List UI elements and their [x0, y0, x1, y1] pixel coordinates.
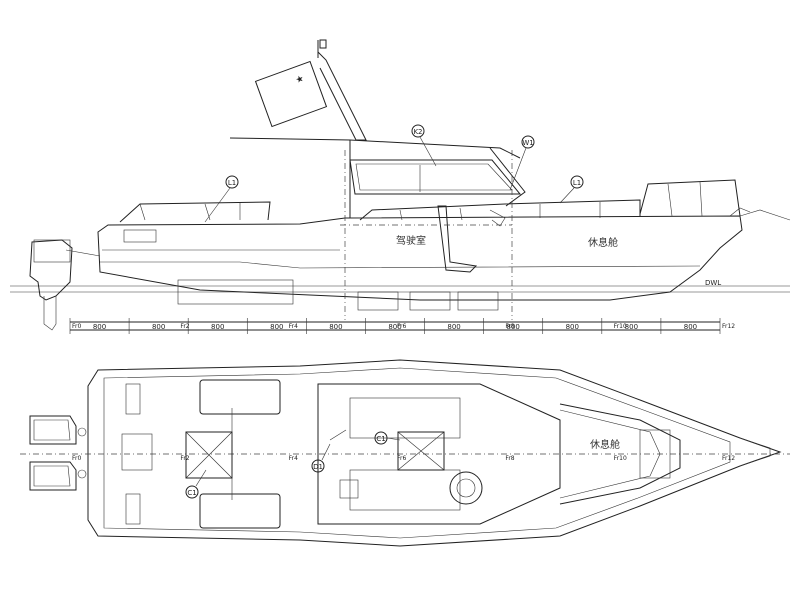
- callout-d1: D1: [311, 443, 331, 473]
- windshield: [489, 147, 526, 207]
- spacing-label: 800: [211, 323, 224, 331]
- plan-frame-label: Fr12: [722, 455, 735, 462]
- callout-k2: K2: [411, 124, 437, 167]
- aft-seat-stbd: [199, 493, 281, 529]
- plan-inner-outline: [103, 367, 731, 539]
- plan-aft-box: [121, 433, 153, 471]
- svg-text:★: ★: [295, 74, 306, 86]
- compartment-3: [457, 291, 499, 311]
- rest-cabin-label: 休息舱: [588, 236, 618, 249]
- frame-label: Fr0: [72, 323, 81, 330]
- svg-text:W1: W1: [522, 139, 533, 147]
- side-elevation: DWL ★: [10, 39, 791, 331]
- plan-frame-label: Fr4: [289, 455, 298, 462]
- spacing-label: 800: [270, 323, 283, 331]
- plan-frame-label: Fr8: [505, 455, 514, 462]
- callout-l1-right: L1: [559, 175, 584, 204]
- callout-l1-left: L1: [204, 175, 239, 223]
- side-rail: [359, 199, 641, 221]
- bow-rail: [639, 179, 741, 217]
- frame-label: Fr8: [505, 323, 514, 330]
- svg-text:L1: L1: [573, 179, 581, 187]
- rest-cabin-plan-label: 休息舱: [590, 438, 620, 451]
- svg-text:L1: L1: [228, 179, 236, 187]
- spacing-label: 800: [625, 323, 638, 331]
- compartment-1: [357, 291, 399, 311]
- bow-pulpit: [729, 207, 751, 217]
- aft-rail: [119, 201, 271, 223]
- chine-line: [100, 261, 701, 269]
- plan-view: 休息舱 C1 C1 D1: [20, 359, 790, 547]
- outboard-motor: [29, 239, 101, 331]
- frame-ruler: 800 800 800 800 800 800 800 800 800 800 800: [69, 318, 721, 334]
- callout-c1-wheelhouse: C1: [374, 431, 401, 445]
- plan-motor-1: [29, 415, 77, 445]
- mast-and-flag: ★: [254, 39, 367, 141]
- wheel: [489, 209, 506, 227]
- svg-text:D1: D1: [313, 463, 323, 471]
- spacing-label: 800: [93, 323, 106, 331]
- plan-hull-outline: [87, 359, 782, 547]
- frame-label: Fr10: [614, 323, 627, 330]
- aft-hatch: [185, 431, 233, 479]
- hull-outline: [97, 215, 743, 301]
- frame-label: Fr2: [180, 323, 189, 330]
- compartment-2: [409, 291, 451, 311]
- wheelhouse-label: 驾驶室: [396, 234, 426, 247]
- frame-label: Fr6: [397, 323, 406, 330]
- wheelhouse-hatch: [397, 431, 445, 471]
- helm-seat-plan: [449, 471, 483, 505]
- spacing-label: 800: [152, 323, 165, 331]
- plan-motor-2: [29, 461, 77, 491]
- svg-text:C1: C1: [376, 435, 385, 443]
- spacing-label: 800: [329, 323, 342, 331]
- frame-label: Fr4: [289, 323, 298, 330]
- bow-tip: [739, 209, 791, 221]
- plan-frame-label: Fr6: [397, 455, 406, 462]
- aft-compartment: [177, 279, 294, 305]
- spacing-label: 800: [506, 323, 519, 331]
- frame-label: Fr12: [722, 323, 735, 330]
- callout-c1-deck: C1: [185, 469, 207, 499]
- plan-frame-label: Fr2: [180, 455, 189, 462]
- aft-seat-port: [199, 379, 281, 415]
- cabin-berth: [559, 403, 681, 505]
- spacing-label: 800: [447, 323, 460, 331]
- plan-frame-label: Fr10: [614, 455, 627, 462]
- svg-text:K2: K2: [413, 128, 422, 136]
- spacing-label: 800: [388, 323, 401, 331]
- spacing-label: 800: [566, 323, 579, 331]
- svg-text:C1: C1: [187, 489, 196, 497]
- callout-w1: W1: [509, 135, 535, 191]
- side-window: [349, 159, 522, 195]
- wheelhouse-plan: [317, 383, 561, 525]
- spacing-label: 800: [684, 323, 697, 331]
- plan-bow: [739, 437, 771, 467]
- hardtop-roof: [229, 137, 521, 159]
- helm-seat: [437, 205, 478, 273]
- dwl-label: DWL: [705, 279, 721, 287]
- aft-locker: [123, 229, 157, 243]
- plan-frame-label: Fr0: [72, 455, 81, 462]
